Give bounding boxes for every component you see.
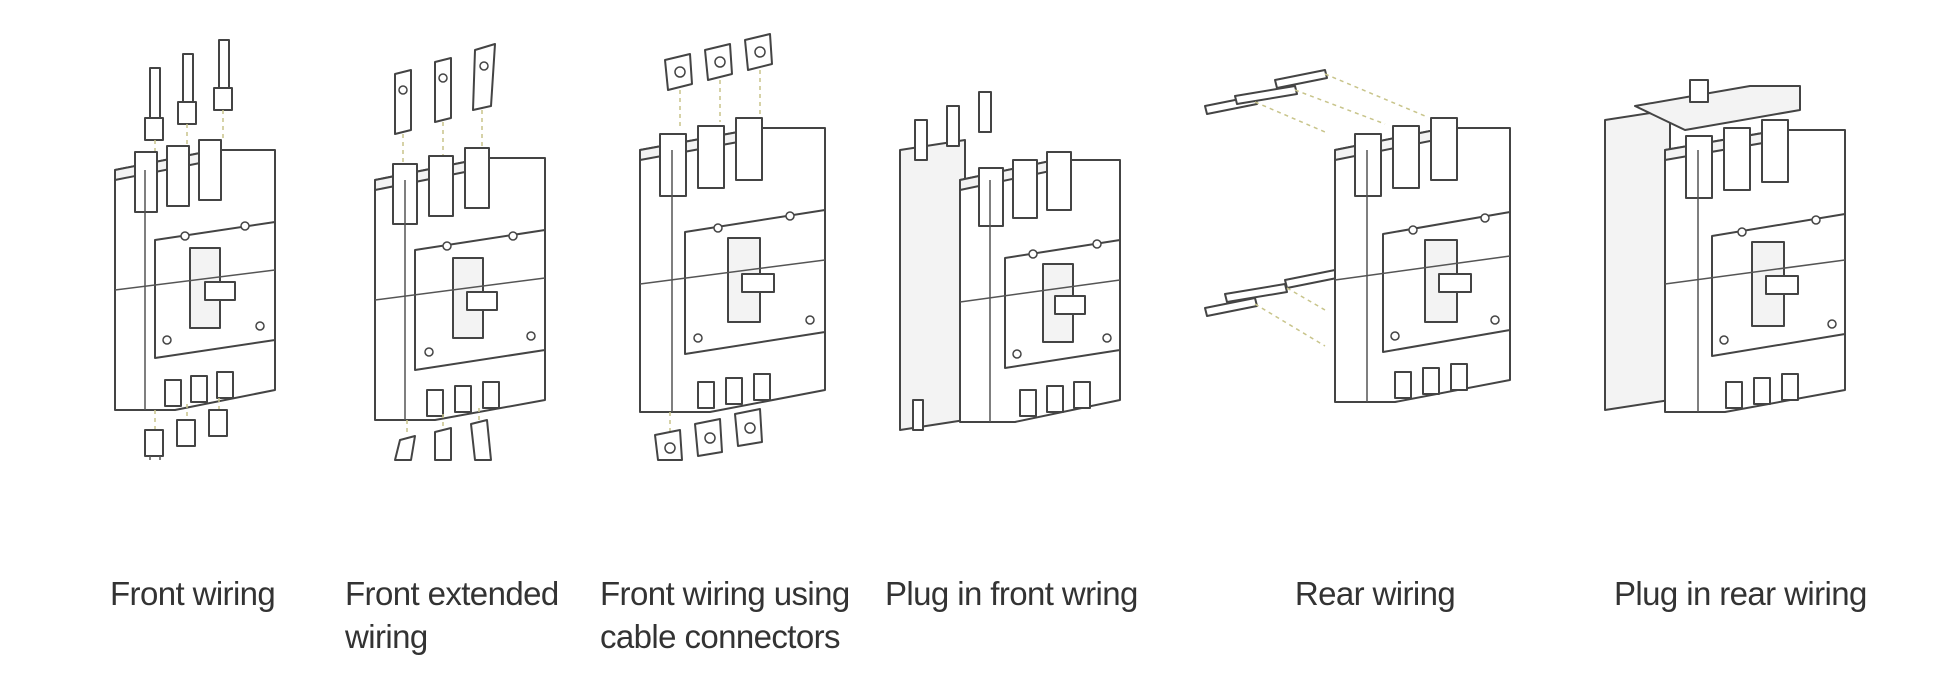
breaker-body (639, 117, 826, 413)
panel-front-extended-wiring: Front extended wiring (345, 0, 575, 674)
top-cables (144, 39, 233, 160)
breaker-plug-in-rear-icon (1604, 79, 1846, 413)
breaker-rear-wiring-icon (1204, 69, 1511, 403)
breaker-body (959, 151, 1121, 423)
panel-front-wiring: Front wiring (95, 0, 295, 674)
breaker-body (374, 147, 546, 421)
plug-in-base (1604, 79, 1801, 411)
caption-front-wiring: Front wiring (110, 575, 276, 612)
rear-studs-bottom (1204, 269, 1356, 347)
top-busbars (394, 43, 496, 166)
caption-plug-in-rear: Plug in rear wiring (1614, 575, 1867, 612)
panel-plug-in-front: Plug in front wring (885, 0, 1145, 674)
caption-rear-wiring: Rear wiring (1294, 575, 1456, 612)
caption-plug-in-front: Plug in front wring (885, 575, 1138, 612)
bottom-busbars (394, 408, 492, 461)
breaker-plug-in-front-icon (899, 91, 1121, 431)
bottom-connectors (654, 408, 763, 461)
breaker-front-wiring-icon (114, 39, 276, 460)
breaker-body (1664, 119, 1846, 413)
bottom-cables (144, 398, 228, 460)
panel-plug-in-rear: Plug in rear wiring (1600, 0, 1880, 674)
breaker-body (114, 139, 276, 411)
breaker-body (1334, 117, 1511, 403)
caption-front-extended-wiring: Front extended wiring (345, 575, 559, 655)
rear-studs-top (1204, 69, 1426, 133)
breaker-cable-connector-icon (639, 33, 826, 461)
caption-cable-connectors: Front wiring using cable connectors (600, 575, 850, 655)
panel-cable-connectors: Front wiring using cable connectors (600, 0, 860, 674)
panel-rear-wiring: Rear wiring (1195, 0, 1535, 674)
top-connectors (664, 33, 773, 130)
plug-in-base (899, 91, 992, 431)
breaker-front-extended-wiring-icon (374, 43, 546, 461)
